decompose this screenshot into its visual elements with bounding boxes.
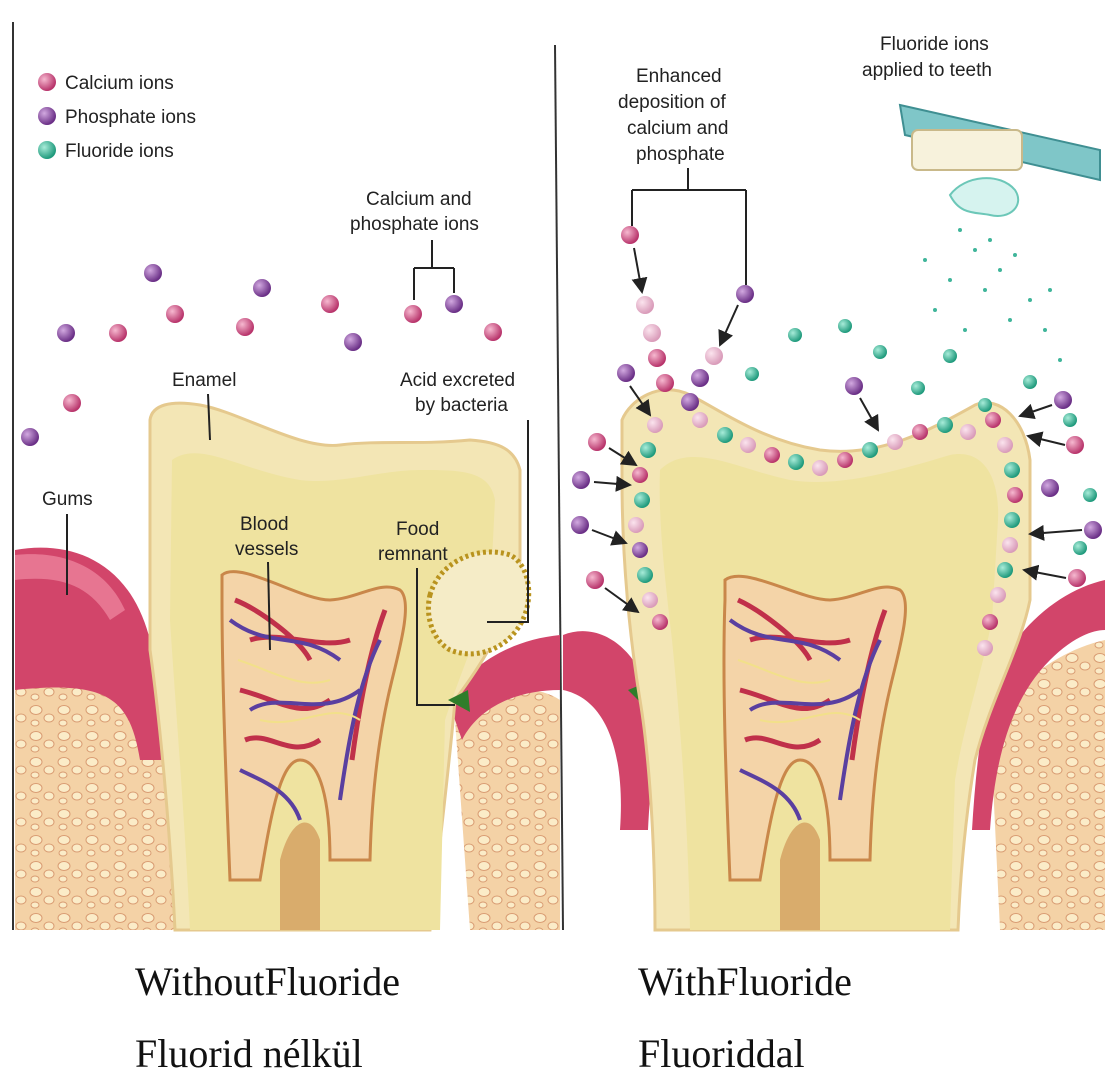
ions-label-line1: Calcium and — [366, 189, 472, 210]
legend: Calcium ions Phosphate ions Fluoride ion… — [38, 73, 196, 162]
fluoride-ion — [788, 328, 802, 342]
legend-fluoride-label: Fluoride ions — [65, 141, 174, 162]
phosphate-ion — [1054, 391, 1072, 409]
calcium-ion — [648, 349, 666, 367]
calcium-ion — [109, 324, 127, 342]
vessels-label-line2: vessels — [235, 539, 298, 560]
deposition-label-line2: deposition of — [618, 92, 726, 113]
phosphate-ion — [57, 324, 75, 342]
applied-label-line2: applied to teeth — [862, 60, 992, 81]
phosphate-ion — [21, 428, 39, 446]
phosphate-ion — [253, 279, 271, 297]
fluoride-ion — [873, 345, 887, 359]
acid-label-line1: Acid excreted — [400, 370, 515, 391]
calcium-ion — [656, 374, 674, 392]
toothbrush-icon — [900, 105, 1100, 216]
phosphate-ion — [572, 471, 590, 489]
fluoride-ion — [943, 349, 957, 363]
tooth-fluoride-diagram: Calcium ions Phosphate ions Fluoride ion… — [0, 0, 1105, 935]
legend-calcium-marker — [38, 73, 56, 91]
caption-hungarian-with: Fluoriddal — [638, 1030, 805, 1077]
fluoride-ion — [911, 381, 925, 395]
phosphate-ion — [571, 516, 589, 534]
acid-label-line2: by bacteria — [415, 395, 508, 416]
calcium-ion — [1068, 569, 1086, 587]
fluoride-ion — [1083, 488, 1097, 502]
calcium-ion — [1066, 436, 1084, 454]
calcium-ion — [636, 296, 654, 314]
left-free-ions — [21, 264, 502, 446]
gums-label: Gums — [42, 489, 93, 510]
caption-without-fluoride: WithoutFluoride — [135, 958, 400, 1005]
phosphate-ion — [845, 377, 863, 395]
phosphate-ion — [445, 295, 463, 313]
calcium-ion — [166, 305, 184, 323]
fluoride-ion — [978, 398, 992, 412]
calcium-ion — [621, 226, 639, 244]
calcium-ion — [321, 295, 339, 313]
food-label-line1: Food — [396, 519, 439, 540]
calcium-ion — [404, 305, 422, 323]
phosphate-ion — [144, 264, 162, 282]
applied-label-line1: Fluoride ions — [880, 34, 989, 55]
fluoride-spray — [923, 228, 1062, 362]
fluoride-ion — [838, 319, 852, 333]
legend-phosphate-marker — [38, 107, 56, 125]
caption-hungarian-without: Fluorid nélkül — [135, 1030, 363, 1077]
calcium-ion — [588, 433, 606, 451]
phosphate-ion — [617, 364, 635, 382]
calcium-ion — [63, 394, 81, 412]
deposition-label-line4: phosphate — [636, 144, 725, 165]
calcium-ion — [705, 347, 723, 365]
phosphate-ion — [1084, 521, 1102, 539]
vessels-label-line1: Blood — [240, 514, 289, 535]
phosphate-ion — [736, 285, 754, 303]
food-label-line2: remnant — [378, 544, 448, 565]
phosphate-ion — [344, 333, 362, 351]
deposition-label-line3: calcium and — [627, 118, 728, 139]
legend-fluoride-marker — [38, 141, 56, 159]
fluoride-ion — [745, 367, 759, 381]
legend-calcium-label: Calcium ions — [65, 73, 174, 94]
fluoride-ion — [1073, 541, 1087, 555]
calcium-ion — [643, 324, 661, 342]
phosphate-ion — [1041, 479, 1059, 497]
calcium-ion — [236, 318, 254, 336]
deposition-label-line1: Enhanced — [636, 66, 722, 87]
enamel-label: Enamel — [172, 370, 236, 391]
fluoride-ion — [1023, 375, 1037, 389]
calcium-ion — [484, 323, 502, 341]
phosphate-ion — [691, 369, 709, 387]
legend-phosphate-label: Phosphate ions — [65, 107, 196, 128]
ions-label-line2: phosphate ions — [350, 214, 479, 235]
fluoride-ion — [1063, 413, 1077, 427]
calcium-ion — [586, 571, 604, 589]
caption-with-fluoride: WithFluoride — [638, 958, 852, 1005]
phosphate-ion — [681, 393, 699, 411]
